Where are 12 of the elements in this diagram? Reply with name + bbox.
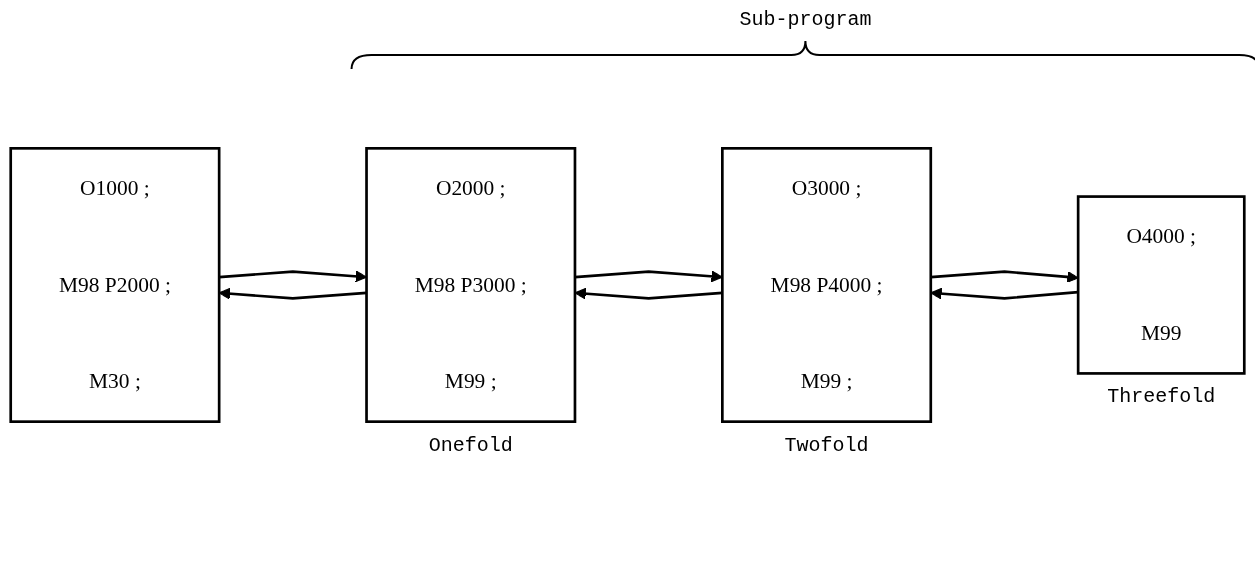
arrow xyxy=(930,270,1079,283)
box-caption: Twofold xyxy=(784,433,869,457)
arrow xyxy=(574,287,723,300)
program-box: O4000 ; M99 xyxy=(1076,195,1246,375)
box-caption: Threefold xyxy=(1107,385,1216,409)
arrow xyxy=(574,270,723,283)
box-caption: Onefold xyxy=(428,433,513,457)
program-box: O2000 ; M98 P3000 ; M99 ; xyxy=(365,147,577,423)
brace-label: Sub-program xyxy=(739,8,872,31)
arrow xyxy=(930,287,1079,300)
program-box: O3000 ; M98 P4000 ; M99 ; xyxy=(721,147,933,423)
program-box: O1000 ; M98 P2000 ; M30 ; xyxy=(9,147,221,423)
